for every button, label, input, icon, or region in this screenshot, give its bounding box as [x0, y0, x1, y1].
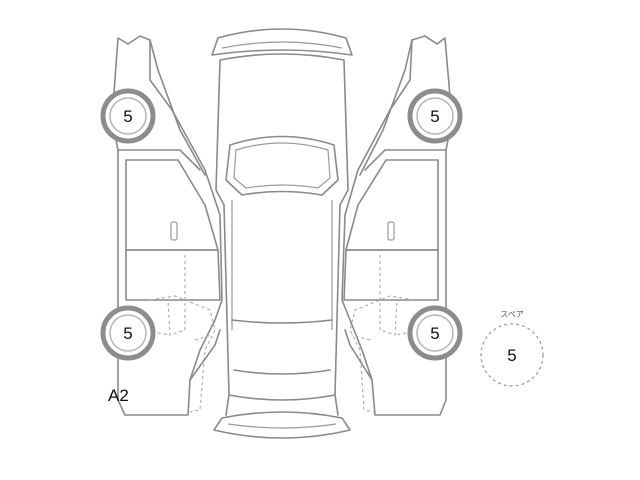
tire-rear-left[interactable]: 5	[100, 305, 156, 361]
top-view	[211, 28, 353, 439]
tire-rear-left-value: 5	[123, 324, 132, 343]
tire-rear-right[interactable]: 5	[407, 305, 463, 361]
tire-rear-right-value: 5	[430, 324, 439, 343]
damage-mark-rear-left: A2	[108, 386, 129, 405]
tire-spare-value: 5	[507, 346, 516, 365]
tire-spare[interactable]: スペア 5	[480, 310, 544, 387]
tire-front-right[interactable]: 5	[407, 88, 463, 144]
tire-front-left-value: 5	[123, 107, 132, 126]
tire-front-right-value: 5	[430, 107, 439, 126]
tire-front-left[interactable]: 5	[100, 88, 156, 144]
spare-label: スペア	[500, 310, 523, 319]
